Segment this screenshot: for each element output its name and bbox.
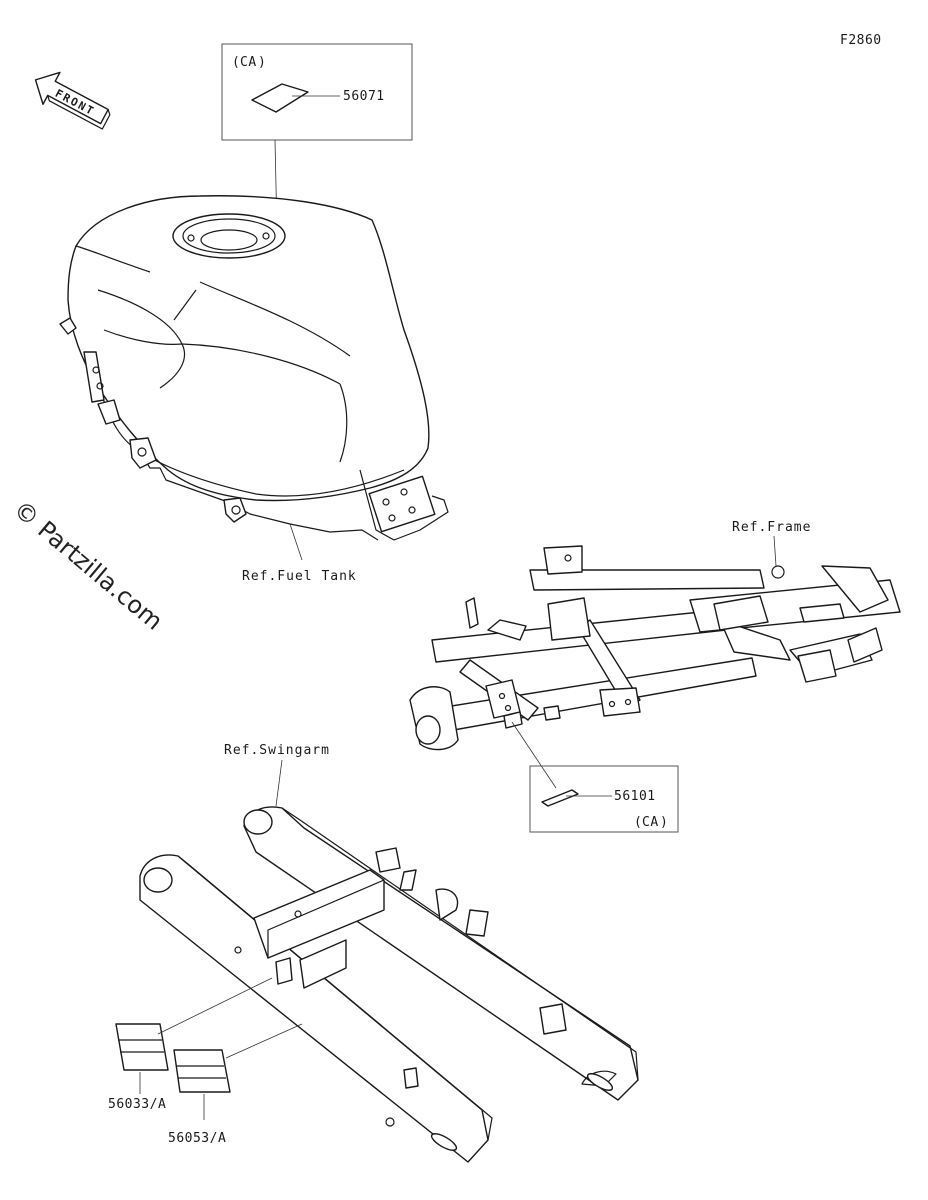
swingarm-illustration: [139, 759, 639, 1163]
fuel-tank-illustration: [59, 195, 449, 561]
ref-swingarm[interactable]: Ref.Swingarm: [224, 743, 330, 758]
callout-box: [221, 43, 413, 141]
callout-frame-label[interactable]: 56101 ( CA ): [529, 765, 679, 833]
callout-code-close: ): [258, 55, 266, 70]
leader-line: [511, 721, 557, 789]
leader-line: [225, 1023, 303, 1059]
ref-frame[interactable]: Ref.Frame: [732, 520, 811, 535]
leader-line: [773, 535, 777, 567]
watermark: © Partzilla.com: [8, 495, 168, 635]
leader-line: [157, 977, 273, 1035]
front-arrow-icon: FRONT: [34, 71, 111, 130]
part-number: 56101: [614, 789, 656, 804]
callout-box: [529, 765, 679, 833]
callout-code: CA: [240, 55, 257, 70]
label-sticker-icon: [173, 1049, 231, 1093]
part-number: 56071: [343, 89, 385, 104]
callout-code-open: (: [634, 815, 642, 830]
callout-code-close: ): [660, 815, 668, 830]
diagram-code: F2860: [840, 33, 882, 48]
part-number: 56033/A: [108, 1097, 166, 1112]
leader-line: [289, 523, 303, 561]
leader-line: [275, 759, 283, 807]
frame-illustration: [409, 535, 901, 789]
callout-swingarm-label-1[interactable]: 56033/A: [108, 977, 273, 1112]
part-number: 56053/A: [168, 1131, 226, 1146]
callout-code: CA: [642, 815, 659, 830]
callout-swingarm-label-2[interactable]: 56053/A: [168, 1023, 303, 1146]
ref-fuel-tank[interactable]: Ref.Fuel Tank: [242, 569, 357, 584]
label-sticker-icon: [541, 789, 579, 807]
label-sticker-icon: [251, 83, 309, 113]
callout-code-open: (: [232, 55, 240, 70]
label-sticker-icon: [115, 1023, 169, 1071]
